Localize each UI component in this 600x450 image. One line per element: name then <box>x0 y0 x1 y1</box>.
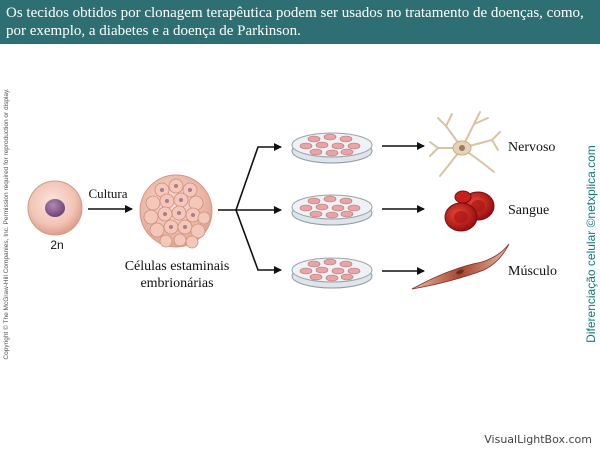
muscle-cell-icon <box>411 243 510 290</box>
output-label-musculo: Músculo <box>508 264 557 279</box>
nerve-cell-icon <box>429 111 501 177</box>
output-arrows <box>382 142 425 275</box>
stem-cells-label-line-1: Células estaminais <box>125 259 230 274</box>
red-blood-cell-icon <box>444 190 495 232</box>
petri-dish-icon <box>291 257 373 289</box>
stem-cell-cluster-icon <box>139 174 213 249</box>
output-label-nervoso: Nervoso <box>508 140 555 155</box>
footer-watermark: VisualLightBox.com <box>484 433 592 446</box>
petri-dish-icon <box>291 194 373 226</box>
output-label-sangue: Sangue <box>508 203 549 218</box>
zygote-cell-icon <box>27 180 83 236</box>
branch-arrows <box>218 143 282 274</box>
zygote-label: 2n <box>50 238 63 252</box>
side-credit: Diferenciação celular ©netxplica.com <box>584 145 598 343</box>
stem-cells-label-line-2: embrionárias <box>140 276 213 291</box>
header-line-2: por exemplo, a diabetes e a doença de Pa… <box>6 23 301 39</box>
header-bar: Os tecidos obtidos por clonagem terapêut… <box>0 0 600 44</box>
header-line-1: Os tecidos obtidos por clonagem terapêut… <box>6 5 584 21</box>
petri-dish-icon <box>291 132 373 164</box>
culture-label: Cultura <box>89 186 128 201</box>
